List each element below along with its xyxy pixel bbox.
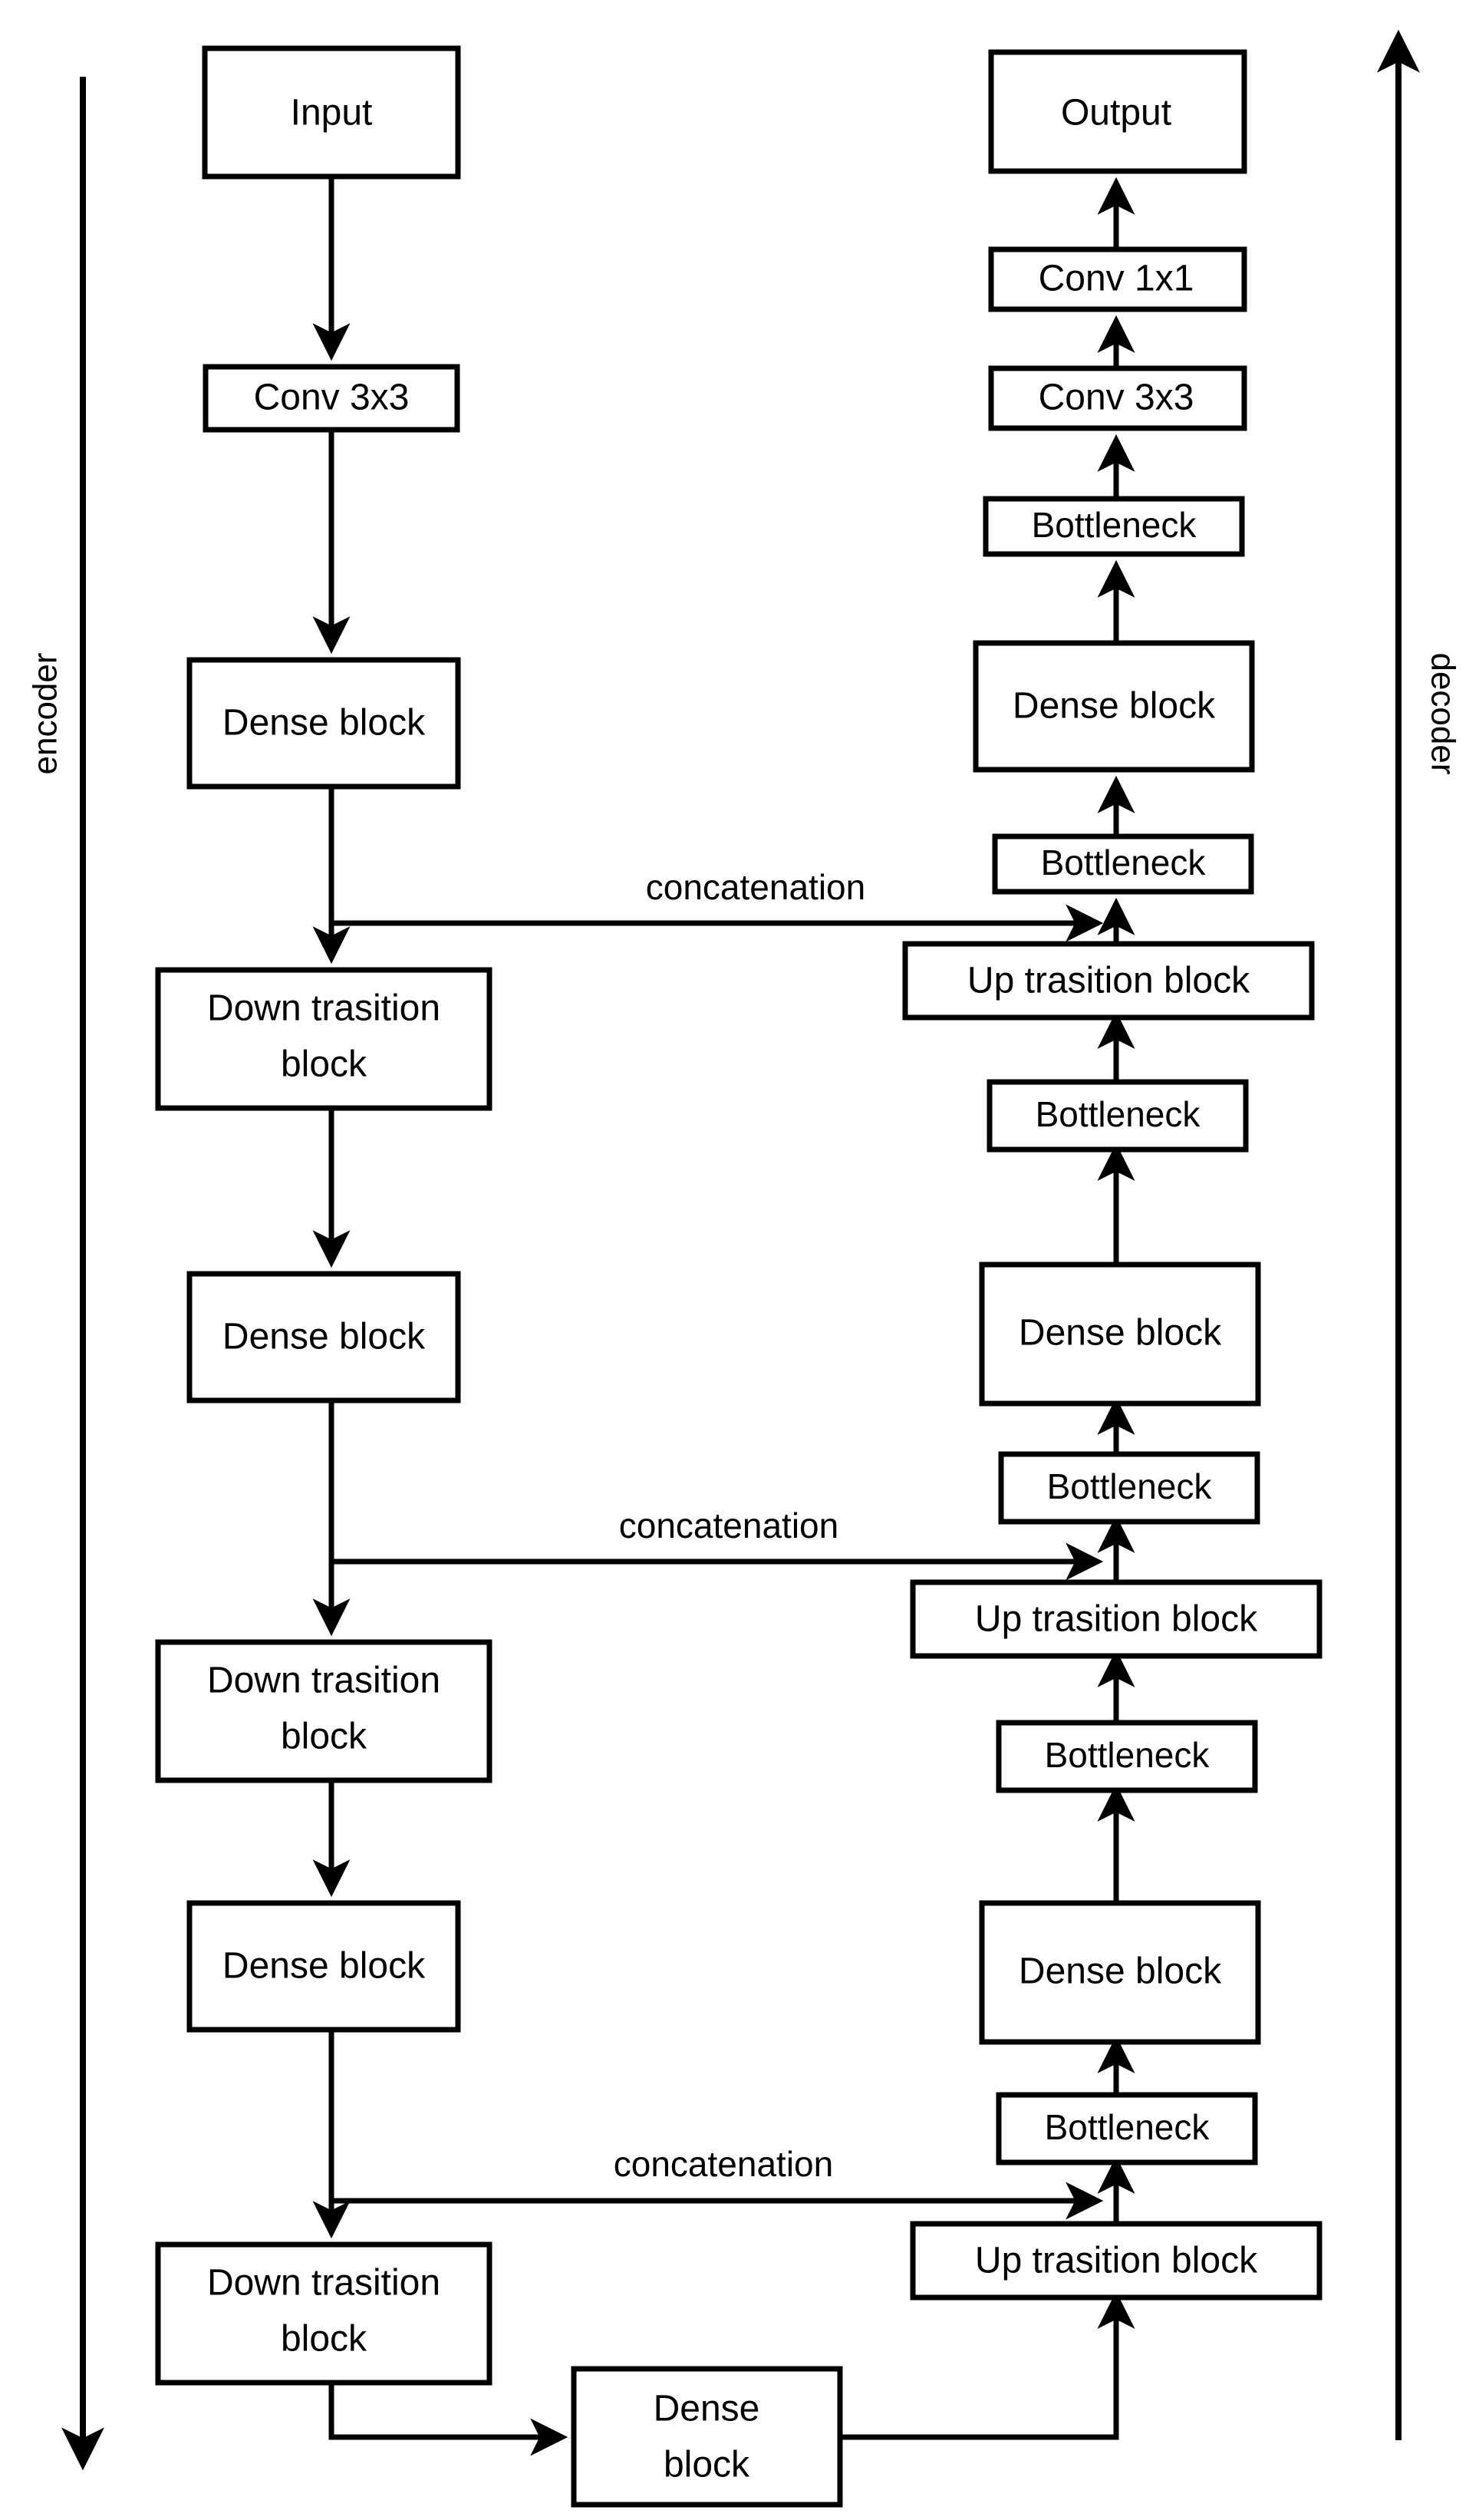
node-dec-bottleneck-1[interactable]: Bottleneck xyxy=(983,496,1245,557)
dec-dense-2-box[interactable] xyxy=(979,1262,1261,1407)
dec-bottleneck-1-box[interactable] xyxy=(983,496,1245,557)
dec-up-1-label: Up trasition block xyxy=(967,961,1250,1001)
node-enc-input[interactable]: Input xyxy=(202,45,461,180)
dec-bottleneck-2-box[interactable] xyxy=(992,833,1254,895)
dec-conv3x3-label: Conv 3x3 xyxy=(1039,378,1194,418)
bridge-edges xyxy=(840,2291,1135,2440)
dec-up-2-label: Up trasition block xyxy=(975,1599,1258,1640)
dec-bottleneck-3-box[interactable] xyxy=(987,1079,1249,1153)
enc-dense-2-label: Dense block xyxy=(222,1317,426,1357)
enc-dense-2-box[interactable] xyxy=(186,1271,461,1403)
node-dec-output[interactable]: Output xyxy=(988,49,1247,174)
dec-up-1-box[interactable] xyxy=(902,941,1315,1021)
enc-down-1-label-line2: block xyxy=(281,1044,367,1085)
skip-connection-3: concatenation xyxy=(331,2144,1104,2220)
skip-connection-1: concatenation xyxy=(331,867,1104,942)
dec-output-label: Output xyxy=(1061,93,1171,134)
node-dec-dense-3[interactable]: Dense block xyxy=(979,1900,1261,2045)
enc-input-label: Input xyxy=(291,93,373,134)
bottom-dense-label-line2: block xyxy=(664,2445,750,2485)
enc-down-3-label-line2: block xyxy=(281,2319,367,2360)
node-dec-bottleneck-4[interactable]: Bottleneck xyxy=(998,1451,1260,1525)
enc-conv3x3-box[interactable] xyxy=(203,364,460,433)
dec-up-2-box[interactable] xyxy=(910,1579,1323,1659)
node-enc-dense-3[interactable]: Dense block xyxy=(186,1900,461,2033)
dec-output-box[interactable] xyxy=(988,49,1247,174)
dec-dense-3-box[interactable] xyxy=(979,1900,1261,2045)
encoder-axis: encoder xyxy=(27,77,104,2471)
dec-bottleneck-6-label: Bottleneck xyxy=(1045,2107,1211,2147)
dec-conv1x1-box[interactable] xyxy=(988,246,1247,312)
dec-dense-3-label: Dense block xyxy=(1019,1951,1222,1992)
enc-down-1-box[interactable] xyxy=(155,967,492,1111)
dec-bottleneck-4-label: Bottleneck xyxy=(1047,1466,1213,1506)
bottom-dense-label-line1: Dense xyxy=(654,2389,760,2429)
enc-dense-1-box[interactable] xyxy=(186,657,461,790)
dec-bottleneck-4-box[interactable] xyxy=(998,1451,1260,1525)
enc-down-3-box[interactable] xyxy=(155,2241,492,2386)
enc-dense-1-label: Dense block xyxy=(222,703,426,744)
node-bottom-dense[interactable]: Dense block xyxy=(571,2366,843,2508)
node-dec-conv3x3[interactable]: Conv 3x3 xyxy=(988,365,1247,431)
decoder-axis: decoder xyxy=(1377,29,1461,2440)
dec-up-3-box[interactable] xyxy=(910,2221,1323,2301)
dec-bottleneck-3-label: Bottleneck xyxy=(1036,1094,1201,1134)
edge-bottom-dense-to-up3 xyxy=(840,2291,1135,2440)
bottom-dense-box[interactable] xyxy=(571,2366,843,2508)
dec-dense-2-label: Dense block xyxy=(1019,1313,1222,1354)
dec-bottleneck-2-label: Bottleneck xyxy=(1041,843,1207,882)
node-enc-dense-2[interactable]: Dense block xyxy=(186,1271,461,1403)
dec-bottleneck-5-box[interactable] xyxy=(996,1720,1258,1793)
node-dec-bottleneck-2[interactable]: Bottleneck xyxy=(992,833,1254,895)
concat-1-label: concatenation xyxy=(646,867,865,907)
enc-down-1-label-line1: Down trasition xyxy=(207,988,440,1029)
dec-conv1x1-label: Conv 1x1 xyxy=(1039,259,1194,299)
edge-down3-to-bottom-dense xyxy=(328,2383,568,2456)
enc-input-box[interactable] xyxy=(202,45,461,180)
node-enc-down-3[interactable]: Down trasition block xyxy=(155,2241,492,2386)
node-dec-dense-1[interactable]: Dense block xyxy=(973,640,1255,773)
enc-conv3x3-label: Conv 3x3 xyxy=(254,378,410,418)
enc-down-3-label-line1: Down trasition xyxy=(207,2263,440,2304)
enc-dense-3-label: Dense block xyxy=(222,1946,426,1987)
node-dec-bottleneck-3[interactable]: Bottleneck xyxy=(987,1079,1249,1153)
decoder-axis-label: decoder xyxy=(1424,652,1461,774)
node-enc-conv3x3[interactable]: Conv 3x3 xyxy=(203,364,460,433)
node-dec-conv1x1[interactable]: Conv 1x1 xyxy=(988,246,1247,312)
node-enc-down-2[interactable]: Down trasition block xyxy=(155,1639,492,1783)
dec-conv3x3-box[interactable] xyxy=(988,365,1247,431)
enc-down-2-label-line1: Down trasition xyxy=(207,1661,440,1701)
node-enc-dense-1[interactable]: Dense block xyxy=(186,657,461,790)
node-dec-up-1[interactable]: Up trasition block xyxy=(902,941,1315,1021)
dec-bottleneck-1-label: Bottleneck xyxy=(1032,505,1197,545)
dec-dense-1-label: Dense block xyxy=(1013,686,1216,727)
node-dec-up-3[interactable]: Up trasition block xyxy=(910,2221,1323,2301)
encoder-axis-label: encoder xyxy=(27,652,64,774)
enc-down-2-label-line2: block xyxy=(281,1717,367,1757)
node-enc-down-1[interactable]: Down trasition block xyxy=(155,967,492,1111)
dec-bottleneck-6-box[interactable] xyxy=(996,2092,1258,2165)
skip-connection-2: concatenation xyxy=(331,1506,1104,1581)
enc-down-2-box[interactable] xyxy=(155,1639,492,1783)
dec-dense-1-box[interactable] xyxy=(973,640,1255,773)
node-dec-bottleneck-5[interactable]: Bottleneck xyxy=(996,1720,1258,1793)
node-dec-up-2[interactable]: Up trasition block xyxy=(910,1579,1323,1659)
enc-dense-3-box[interactable] xyxy=(186,1900,461,2033)
node-dec-dense-2[interactable]: Dense block xyxy=(979,1262,1261,1407)
dec-up-3-label: Up trasition block xyxy=(975,2241,1258,2281)
dec-bottleneck-5-label: Bottleneck xyxy=(1045,1735,1211,1775)
concat-3-label: concatenation xyxy=(614,2144,833,2184)
node-dec-bottleneck-6[interactable]: Bottleneck xyxy=(996,2092,1258,2165)
concat-2-label: concatenation xyxy=(619,1506,838,1545)
